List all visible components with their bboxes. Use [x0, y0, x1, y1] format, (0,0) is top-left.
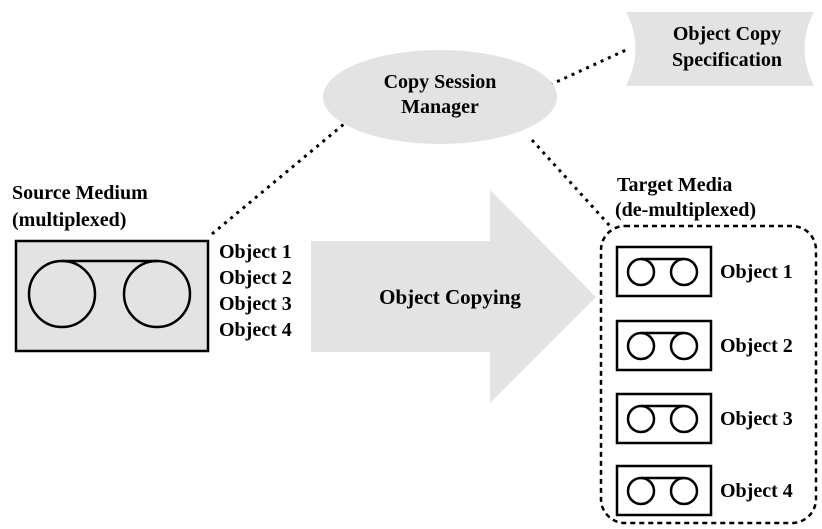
copy-session-manager-ellipse [323, 50, 557, 144]
target-tape-icon-2 [615, 319, 713, 372]
object-copy-specification-shape [626, 12, 814, 86]
target-object-1: Object 1 [720, 261, 793, 283]
manager-label-line1: Copy Session [384, 71, 497, 93]
target-media-group-border [599, 224, 818, 525]
source-medium-tape-icon [14, 239, 210, 353]
target-object-2: Object 2 [720, 335, 793, 357]
source-title-line1: Source Medium [12, 182, 148, 204]
target-tape-icon-3 [615, 392, 713, 445]
arrow-label: Object Copying [379, 285, 521, 309]
connector-manager-to-target [530, 138, 612, 228]
source-object-1: Object 1 [219, 241, 292, 263]
connector-source-to-manager [211, 122, 345, 236]
source-object-2: Object 2 [219, 267, 292, 289]
target-object-3: Object 3 [720, 408, 793, 430]
object-copying-arrow [311, 190, 596, 403]
specification-label-line1: Object Copy [673, 23, 781, 45]
source-title-line2: (multiplexed) [12, 209, 126, 231]
source-object-3: Object 3 [219, 293, 292, 315]
manager-label-line2: Manager [401, 96, 479, 118]
source-object-4: Object 4 [219, 319, 292, 341]
target-title-line2: (de-multiplexed) [615, 199, 756, 221]
target-title-line1: Target Media [617, 174, 732, 196]
target-tape-icon-4 [615, 464, 713, 517]
target-tape-icon-1 [615, 245, 713, 298]
target-object-4: Object 4 [720, 480, 793, 502]
specification-label-line2: Specification [672, 49, 782, 71]
